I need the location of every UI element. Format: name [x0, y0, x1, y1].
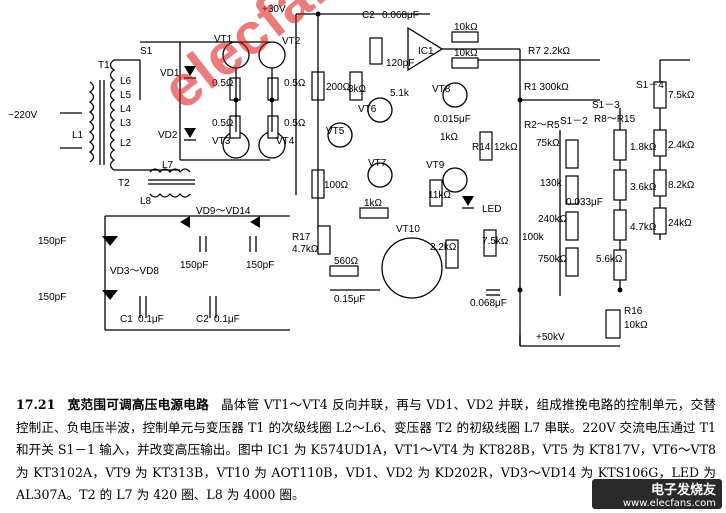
label-s1-4: S1－4	[636, 80, 664, 91]
label-r7: R7 2.2kΩ	[528, 46, 570, 57]
label-vt2: VT2	[282, 36, 301, 47]
label-r10kb: 10kΩ	[454, 48, 478, 59]
label-r24k: 24kΩ	[668, 218, 692, 229]
label-l2: L2	[120, 138, 132, 149]
label-r10ka: 10kΩ	[454, 22, 478, 33]
caption-body: 晶体管 VT1～VT4 反向并联，再与 VD1、VD2 并联，组成推挽电路的控制…	[16, 397, 717, 502]
label-l6: L6	[120, 76, 132, 87]
label-r05a: 0.5Ω	[212, 78, 234, 89]
label-r82: 8.2kΩ	[668, 180, 695, 191]
label-s1-2: S1－2	[560, 116, 588, 127]
label-r75k: 7.5kΩ	[482, 236, 509, 247]
label-r36: 3.6kΩ	[630, 182, 657, 193]
label-r24: 2.4kΩ	[668, 140, 695, 151]
label-t1: T1	[98, 60, 110, 71]
label-vd2: VD2	[158, 130, 178, 141]
label-vt6: VT6	[358, 104, 377, 115]
label-vt5: VT5	[326, 126, 345, 137]
label-r240k: 240kΩ	[538, 214, 568, 225]
label-r130k: 130k	[540, 178, 563, 189]
label-r1: R1 300kΩ	[524, 82, 569, 93]
label-r11k: 11kΩ	[428, 190, 451, 201]
circuit-schematic: +30V +50kV ~220V T1 T2 S1 L6 L5 L4 L3 L2…	[8, 4, 695, 347]
label-r2-5: R2～R5	[524, 120, 560, 131]
label-s1-3: S1－3	[592, 100, 620, 111]
caption-title: 宽范围可调高压电源电路	[67, 397, 209, 412]
label-vt7: VT7	[368, 158, 387, 169]
label-vt3: VT3	[212, 136, 231, 147]
label-vd9-14: VD9～VD14	[196, 206, 251, 217]
label-r8-15: R8～R15	[594, 114, 636, 125]
label-r1k: 1kΩ	[364, 198, 383, 209]
label-c2: C2	[362, 10, 375, 21]
label-t2: T2	[118, 178, 130, 189]
label-r3k: 3kΩ	[348, 84, 367, 95]
label-r14: R14	[472, 142, 491, 153]
label-r75kb: 75kΩ	[536, 138, 560, 149]
label-l7: L7	[162, 160, 174, 171]
label-r05c: 0.5Ω	[212, 118, 234, 129]
label-r51: 5.1k	[390, 88, 410, 99]
label-ic1: IC1	[418, 46, 434, 57]
label-c015: 0.015μF	[434, 114, 471, 125]
label-r47b: 4.7kΩ	[630, 222, 657, 233]
label-s1: S1	[140, 46, 153, 57]
label-l8: L8	[140, 196, 152, 207]
label-vt1: VT1	[214, 34, 233, 45]
label-r05b: 0.5Ω	[284, 78, 306, 89]
label-l1: L1	[72, 130, 84, 141]
label-ac-input: ~220V	[8, 110, 38, 121]
label-supply-top: +30V	[262, 4, 286, 15]
label-r56: 5.6kΩ	[596, 254, 623, 265]
label-r12k: 12kΩ	[494, 142, 518, 153]
label-r75kc: 7.5kΩ	[668, 90, 695, 101]
label-l5: L5	[120, 90, 132, 101]
label-c015b: 0.15μF	[334, 294, 365, 305]
label-c120: 120pF	[386, 58, 414, 69]
label-r17: R17	[292, 232, 311, 243]
label-l3: L3	[120, 118, 132, 129]
label-led: LED	[482, 204, 501, 215]
label-r22k: 2.2kΩ	[430, 242, 457, 253]
label-c0033: 0.033μF	[566, 197, 603, 208]
label-vd1: VD1	[160, 68, 180, 79]
logo-line2: www.elecfans.com	[622, 498, 716, 509]
label-r05d: 0.5Ω	[284, 118, 306, 129]
label-vt10: VT10	[396, 224, 420, 235]
label-supply-bottom: +50kV	[536, 332, 565, 343]
label-r750k: 750kΩ	[538, 254, 568, 265]
label-150pf-2: 150pF	[38, 292, 66, 303]
label-r100b: 100k	[522, 232, 545, 243]
label-r200: 200Ω	[326, 82, 351, 93]
label-r100: 100Ω	[324, 180, 349, 191]
label-vd3-8: VD3～VD8	[110, 266, 159, 277]
label-l4: L4	[120, 104, 132, 115]
label-c2b: C2	[196, 314, 209, 325]
label-150pf-3: 150pF	[180, 260, 208, 271]
label-c2-val: 0.068μF	[382, 10, 419, 21]
logo-line1: 电子发烧友	[650, 483, 716, 498]
label-vt9: VT9	[426, 160, 445, 171]
label-vt4: VT4	[276, 136, 295, 147]
label-c2b-val: 0.1μF	[214, 314, 240, 325]
label-c1: C1	[120, 314, 133, 325]
label-c068: 0.068μF	[470, 298, 507, 309]
caption-number: 17.21	[16, 397, 56, 412]
label-150pf-4: 150pF	[246, 260, 274, 271]
label-150pf-1: 150pF	[38, 236, 66, 247]
label-vt8: VT8	[432, 84, 451, 95]
caption: 17.21 宽范围可调高压电源电路晶体管 VT1～VT4 反向并联，再与 VD1、…	[16, 394, 716, 507]
label-r16: R16	[624, 306, 643, 317]
label-r1kb: 1kΩ	[440, 132, 459, 143]
label-r18: 1.8kΩ	[630, 142, 657, 153]
label-r560: 560Ω	[334, 256, 359, 267]
site-logo[interactable]: 电子发烧友 www.elecfans.com	[592, 479, 722, 509]
label-r16v: 10kΩ	[624, 320, 648, 331]
label-c1-val: 0.1μF	[138, 314, 164, 325]
label-r47k: 4.7kΩ	[292, 244, 319, 255]
